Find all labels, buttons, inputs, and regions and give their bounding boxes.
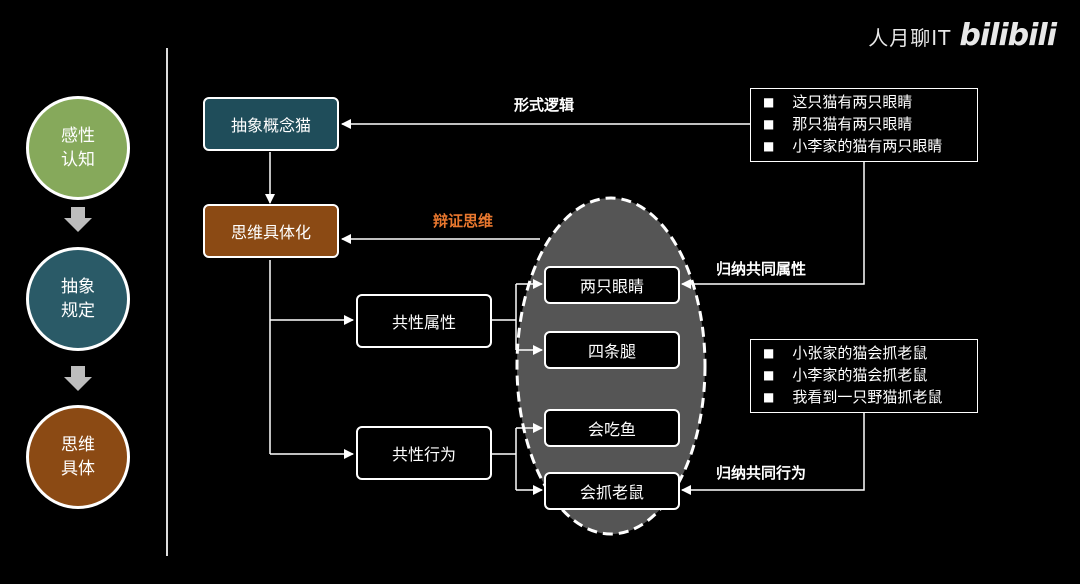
dialectical-label: 辩证思维 — [433, 212, 494, 230]
common-behavior-node: 共性行为 — [356, 426, 492, 480]
behavior-examples-list: 小张家的猫会抓老鼠 小李家的猫会抓老鼠 我看到一只野猫抓老鼠 — [750, 339, 978, 413]
stage-arrow-2 — [64, 366, 92, 391]
induce-behavior-arrow — [681, 406, 865, 495]
eat-fish-node: 会吃鱼 — [544, 409, 680, 447]
stage-concrete: 思维 具体 — [26, 405, 130, 509]
list-item: 那只猫有两只眼睛 — [763, 114, 967, 136]
stage-arrow-1 — [64, 207, 92, 232]
list-item: 小李家的猫会抓老鼠 — [763, 365, 967, 387]
four-legs-node: 四条腿 — [544, 331, 680, 369]
watermark-channel: 人月聊IT — [868, 26, 952, 50]
induce-attr-label: 归纳共同属性 — [716, 260, 807, 278]
stage-perceptual: 感性 认知 — [26, 96, 130, 200]
list-item: 我看到一只野猫抓老鼠 — [763, 387, 967, 409]
common-attr-node: 共性属性 — [356, 294, 492, 348]
stage-abstract: 抽象 规定 — [26, 247, 130, 351]
list-item: 小李家的猫有两只眼睛 — [763, 136, 967, 158]
attr-examples-list: 这只猫有两只眼睛 那只猫有两只眼睛 小李家的猫有两只眼睛 — [750, 88, 978, 162]
formal-logic-label: 形式逻辑 — [514, 96, 575, 114]
catch-mouse-node: 会抓老鼠 — [544, 472, 680, 510]
two-eyes-node: 两只眼睛 — [544, 266, 680, 304]
list-item: 小张家的猫会抓老鼠 — [763, 343, 967, 365]
concretize-node: 思维具体化 — [203, 204, 339, 258]
list-item: 这只猫有两只眼睛 — [763, 92, 967, 114]
abstract-cat-node: 抽象概念猫 — [203, 97, 339, 151]
watermark: 人月聊IT bilibili — [868, 18, 1057, 53]
induce-behavior-label: 归纳共同行为 — [716, 464, 807, 482]
bilibili-logo: bilibili — [959, 18, 1057, 53]
induce-attr-arrow — [681, 160, 865, 289]
